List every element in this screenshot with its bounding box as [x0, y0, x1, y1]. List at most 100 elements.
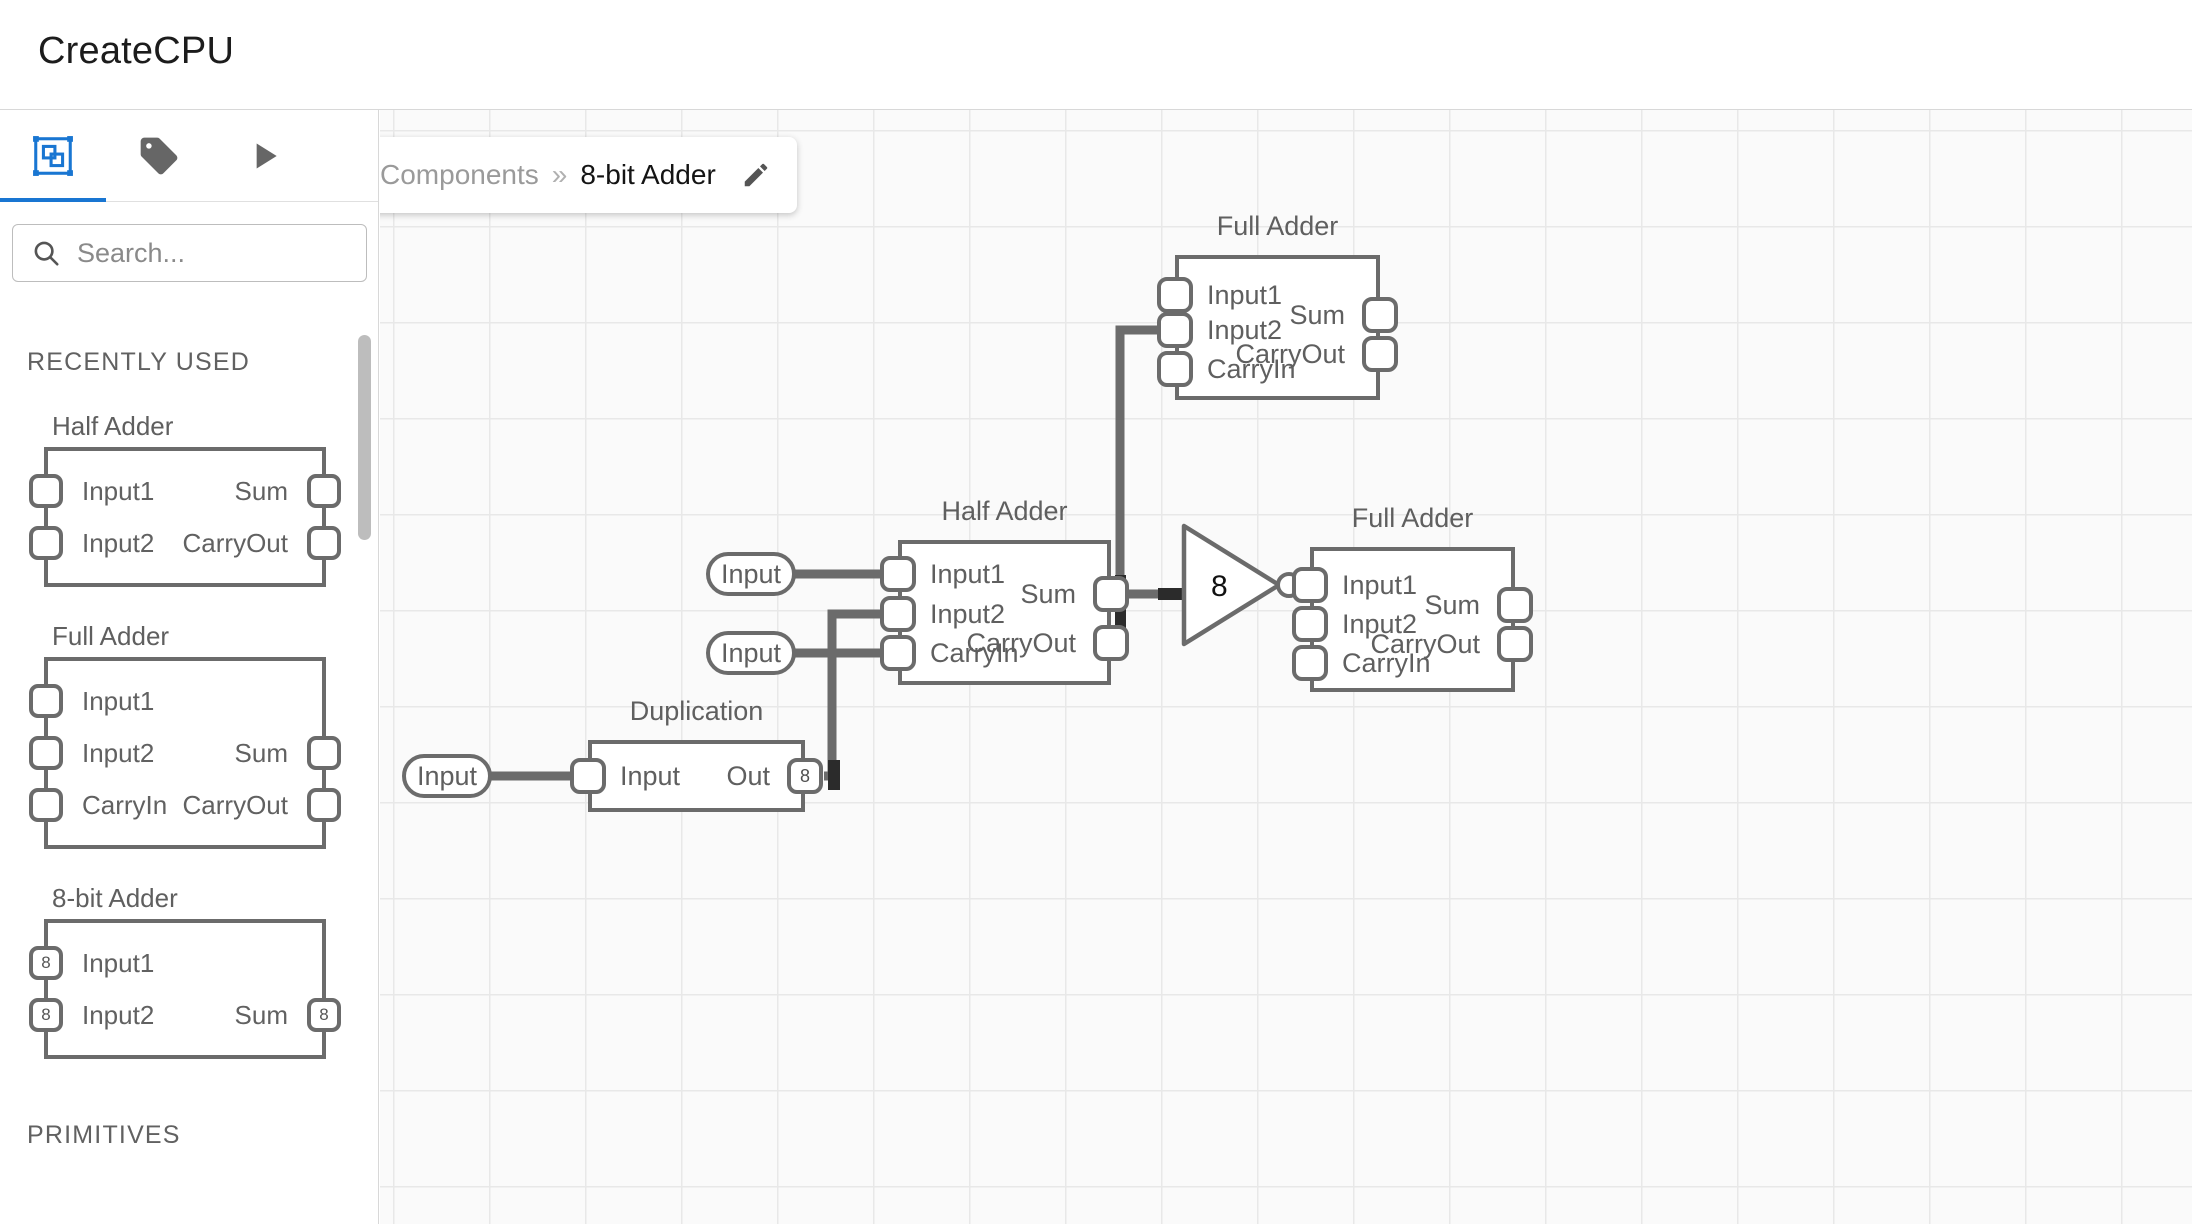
input-port-carryin[interactable]: [880, 635, 916, 671]
input-pin-1[interactable]: Input: [706, 552, 796, 596]
input-port-input[interactable]: [570, 758, 606, 794]
rename-button[interactable]: [741, 160, 771, 190]
node-title: Duplication: [629, 696, 764, 726]
search-icon: [31, 238, 61, 268]
node-full-adder-right[interactable]: Full Adder Input1 Input2 CarryIn Sum Car…: [1292, 503, 1533, 692]
breadcrumb-current: 8-bit Adder: [580, 159, 716, 190]
port-row: Input2 CarryOut: [29, 517, 341, 569]
search-box[interactable]: [12, 224, 378, 282]
palette-item-title: 8-bit Adder: [52, 883, 178, 913]
breadcrumb-parent[interactable]: Components: [380, 159, 539, 190]
component-palette-list[interactable]: RECENTLY USED Half Adder Input1 Sum Inpu…: [0, 302, 378, 1224]
breadcrumb-separator: »: [551, 159, 568, 190]
input-port-carryin[interactable]: [1157, 351, 1193, 387]
port-label: CarryOut: [1235, 339, 1345, 369]
port-label: Sum: [1020, 579, 1076, 609]
output-port-label: CarryOut: [182, 789, 288, 820]
port-label: Input1: [930, 559, 1006, 589]
palette-item-preview: 8 Input1 8 Input2 Sum 8: [29, 919, 341, 1059]
labels-tab[interactable]: [106, 110, 212, 202]
input-port-carryin[interactable]: [1292, 645, 1328, 681]
output-port-sum[interactable]: [1362, 297, 1398, 333]
output-port-out[interactable]: 8: [787, 758, 823, 794]
node-duplication[interactable]: Duplication Input 8 Out: [570, 696, 823, 812]
input-port-input1[interactable]: [1292, 567, 1328, 603]
output-port-sum[interactable]: [1497, 587, 1533, 623]
palette-item-title: Half Adder: [52, 411, 174, 441]
input-pin-3[interactable]: Input: [402, 754, 492, 798]
input-port[interactable]: [29, 684, 63, 718]
sidebar-tabstrip: [0, 110, 378, 202]
output-port-sum[interactable]: [1093, 576, 1129, 612]
input-port-label: Input1: [82, 685, 155, 716]
input-port[interactable]: [29, 474, 63, 508]
output-port-carryout[interactable]: [1093, 625, 1129, 661]
node-body[interactable]: [1175, 255, 1380, 400]
input-port-input2[interactable]: [1292, 606, 1328, 642]
output-port-carryout[interactable]: [1497, 626, 1533, 662]
palette-item-full-adder[interactable]: Full Adder Input1 Input2 Sum: [29, 621, 344, 849]
input-port[interactable]: 8: [29, 946, 63, 980]
node-full-adder-top[interactable]: Full Adder Input1 Input2 CarryIn Sum Car…: [1157, 211, 1398, 400]
output-port[interactable]: [307, 788, 341, 822]
input-pin-2[interactable]: Input: [706, 631, 796, 675]
inverter-shape[interactable]: [1175, 520, 1302, 650]
input-port[interactable]: 8: [29, 998, 63, 1032]
input-port-label: CarryIn: [82, 789, 168, 820]
port-label: CarryOut: [1370, 629, 1480, 659]
palette-item-half-adder[interactable]: Half Adder Input1 Sum Input2 CarryOut: [29, 411, 344, 587]
sidebar: RECENTLY USED Half Adder Input1 Sum Inpu…: [0, 110, 379, 1224]
input-port-input2[interactable]: [1157, 312, 1193, 348]
input-port-input1[interactable]: [1157, 277, 1193, 313]
port-row: 8 Input2 Sum 8: [29, 989, 341, 1041]
output-port[interactable]: [307, 736, 341, 770]
input-port-label: Input1: [82, 947, 155, 978]
output-port[interactable]: [307, 526, 341, 560]
port-label: CarryIn: [930, 638, 1019, 668]
output-port-label: Sum: [234, 999, 288, 1030]
input-port[interactable]: [29, 526, 63, 560]
port-label: Input2: [1207, 315, 1283, 345]
port-label: Sum: [1289, 300, 1345, 330]
search-input[interactable]: [77, 237, 378, 269]
input-port-input1[interactable]: [880, 556, 916, 592]
output-port-label: Sum: [234, 737, 288, 768]
port-row: CarryIn CarryOut: [29, 779, 341, 831]
output-port-label: Sum: [234, 475, 288, 506]
sidebar-scrollbar[interactable]: [358, 335, 371, 540]
node-body[interactable]: [1310, 547, 1515, 692]
output-port[interactable]: 8: [307, 998, 341, 1032]
port-label: Input2: [930, 599, 1006, 629]
gate-width-label: 8: [1211, 570, 1228, 603]
components-tab[interactable]: [0, 110, 106, 202]
active-tab-indicator: [0, 198, 106, 202]
port-label: Input: [620, 761, 681, 791]
palette-item-title: Full Adder: [52, 621, 170, 651]
output-port[interactable]: [307, 474, 341, 508]
schematic-canvas[interactable]: Components » 8-bit Adder Full Adder Inpu…: [380, 110, 2192, 1224]
port-label: Input1: [1342, 570, 1418, 600]
node-half-adder[interactable]: Half Adder Input1 Input2 CarryIn Sum Car…: [880, 496, 1129, 685]
port-row: Input1: [29, 675, 322, 727]
palette-item-8-bit-adder[interactable]: 8-bit Adder 8 Input1 8 Input2 Sum 8: [29, 883, 344, 1059]
node-not-gate[interactable]: 8: [1175, 520, 1302, 650]
component-icon: [33, 136, 73, 176]
app-title: CreateCPU: [38, 30, 235, 72]
section-heading-primitives: PRIMITIVES: [27, 1121, 181, 1149]
node-body[interactable]: [588, 740, 805, 812]
input-port-input2[interactable]: [880, 596, 916, 632]
run-tab[interactable]: [212, 110, 318, 202]
port-label: CarryIn: [1207, 354, 1296, 384]
node-body[interactable]: [898, 540, 1111, 685]
node-title: Full Adder: [1351, 503, 1474, 533]
input-port-label: Input2: [82, 737, 155, 768]
input-port-label: Input1: [82, 475, 155, 506]
input-port[interactable]: [29, 736, 63, 770]
port-row: Input1 Sum: [29, 465, 341, 517]
output-port-label: CarryOut: [182, 527, 288, 558]
palette-item-preview: Input1 Input2 Sum CarryIn CarryOut: [29, 657, 341, 849]
output-port-carryout[interactable]: [1362, 336, 1398, 372]
palette-item-preview: Input1 Sum Input2 CarryOut: [29, 447, 341, 587]
port-label: Input2: [1342, 609, 1418, 639]
input-port[interactable]: [29, 788, 63, 822]
